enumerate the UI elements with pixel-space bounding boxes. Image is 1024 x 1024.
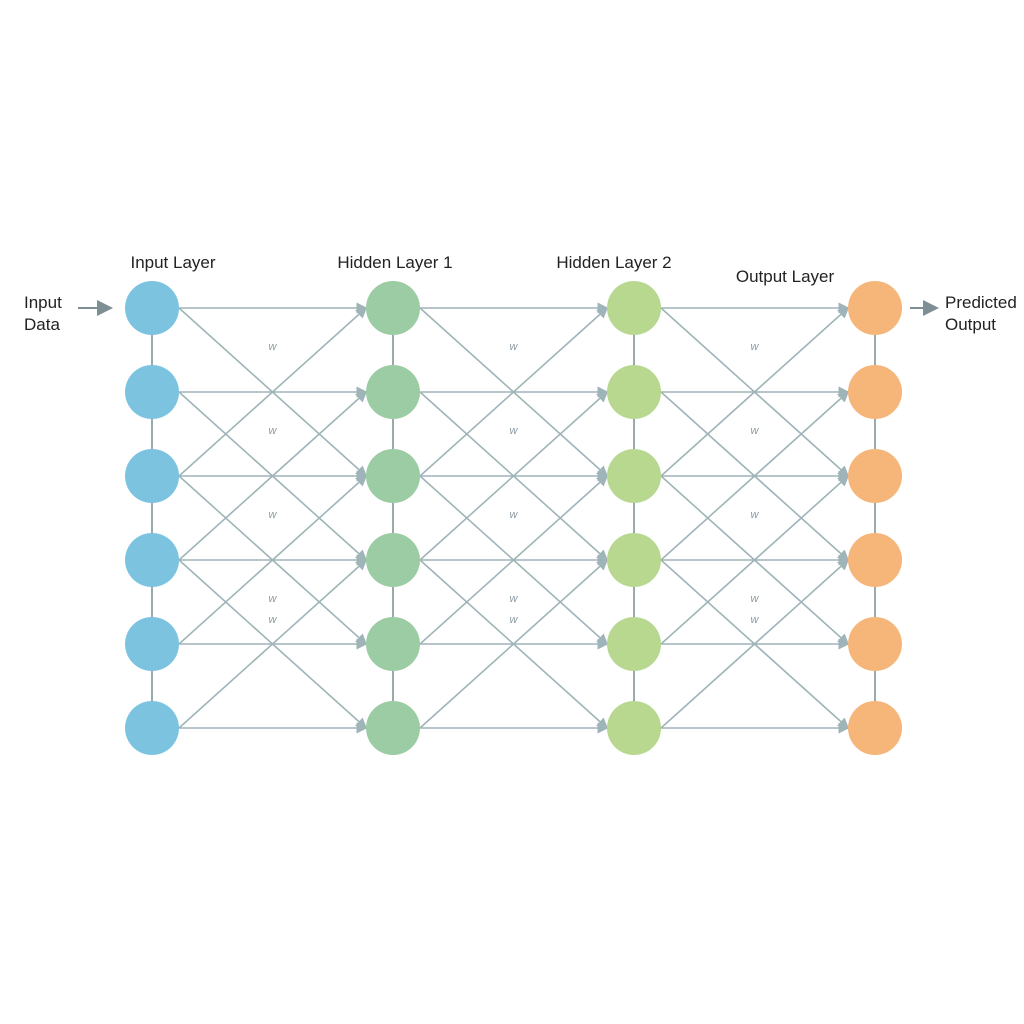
- layer-title-hidden-1: Hidden Layer 1: [337, 253, 452, 272]
- neuron-node: [125, 365, 179, 419]
- neuron-node: [848, 701, 902, 755]
- weight-label: w: [269, 425, 278, 437]
- neuron-node: [125, 617, 179, 671]
- weight-label: w: [269, 509, 278, 521]
- neuron-node: [607, 617, 661, 671]
- weight-label: w: [751, 614, 760, 626]
- neuron-node: [125, 701, 179, 755]
- neuron-node: [848, 533, 902, 587]
- layer-title-hidden-2: Hidden Layer 2: [556, 253, 671, 272]
- connections: [178, 302, 850, 734]
- neuron-node: [848, 281, 902, 335]
- neuron-node: [366, 701, 420, 755]
- connection-edge: [660, 558, 850, 729]
- weight-label: w: [269, 593, 278, 605]
- input-data-label-line2: Data: [24, 315, 60, 334]
- layer-title-input: Input Layer: [130, 253, 215, 272]
- predicted-output-label-line1: Predicted: [945, 293, 1017, 312]
- connection-edge: [178, 474, 368, 645]
- weight-label: w: [269, 341, 278, 353]
- neuron-node: [366, 617, 420, 671]
- neuron-node: [848, 365, 902, 419]
- connection-edge: [419, 390, 609, 561]
- layer-vertical-links: [151, 335, 876, 701]
- connection-edge: [660, 474, 850, 645]
- neuron-node: [366, 365, 420, 419]
- connection-edge: [419, 474, 609, 645]
- weight-label: w: [510, 341, 519, 353]
- neuron-node: [366, 449, 420, 503]
- neuron-node: [848, 617, 902, 671]
- neurons: [125, 281, 902, 755]
- connection-edge: [419, 306, 609, 477]
- weight-label: w: [751, 341, 760, 353]
- weight-label: w: [510, 425, 519, 437]
- weight-label: w: [510, 593, 519, 605]
- weight-label: w: [751, 593, 760, 605]
- neuron-node: [607, 449, 661, 503]
- weight-label: w: [510, 614, 519, 626]
- neuron-node: [607, 365, 661, 419]
- connection-edge: [178, 558, 368, 729]
- connection-edge: [660, 390, 850, 561]
- neuron-node: [125, 533, 179, 587]
- weight-label: w: [269, 614, 278, 626]
- predicted-output-label-line2: Output: [945, 315, 996, 334]
- layer-title-output: Output Layer: [736, 267, 835, 286]
- neuron-node: [366, 533, 420, 587]
- connection-edge: [419, 558, 609, 729]
- neuron-node: [125, 449, 179, 503]
- weight-label: w: [751, 425, 760, 437]
- neuron-node: [125, 281, 179, 335]
- weight-label: w: [751, 509, 760, 521]
- weight-label: w: [510, 509, 519, 521]
- connection-edge: [660, 306, 850, 477]
- input-data-label-line1: Input: [24, 293, 62, 312]
- neuron-node: [607, 533, 661, 587]
- connection-edge: [178, 390, 368, 561]
- neuron-node: [607, 281, 661, 335]
- neuron-node: [607, 701, 661, 755]
- neuron-node: [366, 281, 420, 335]
- connection-edge: [178, 306, 368, 477]
- neuron-node: [848, 449, 902, 503]
